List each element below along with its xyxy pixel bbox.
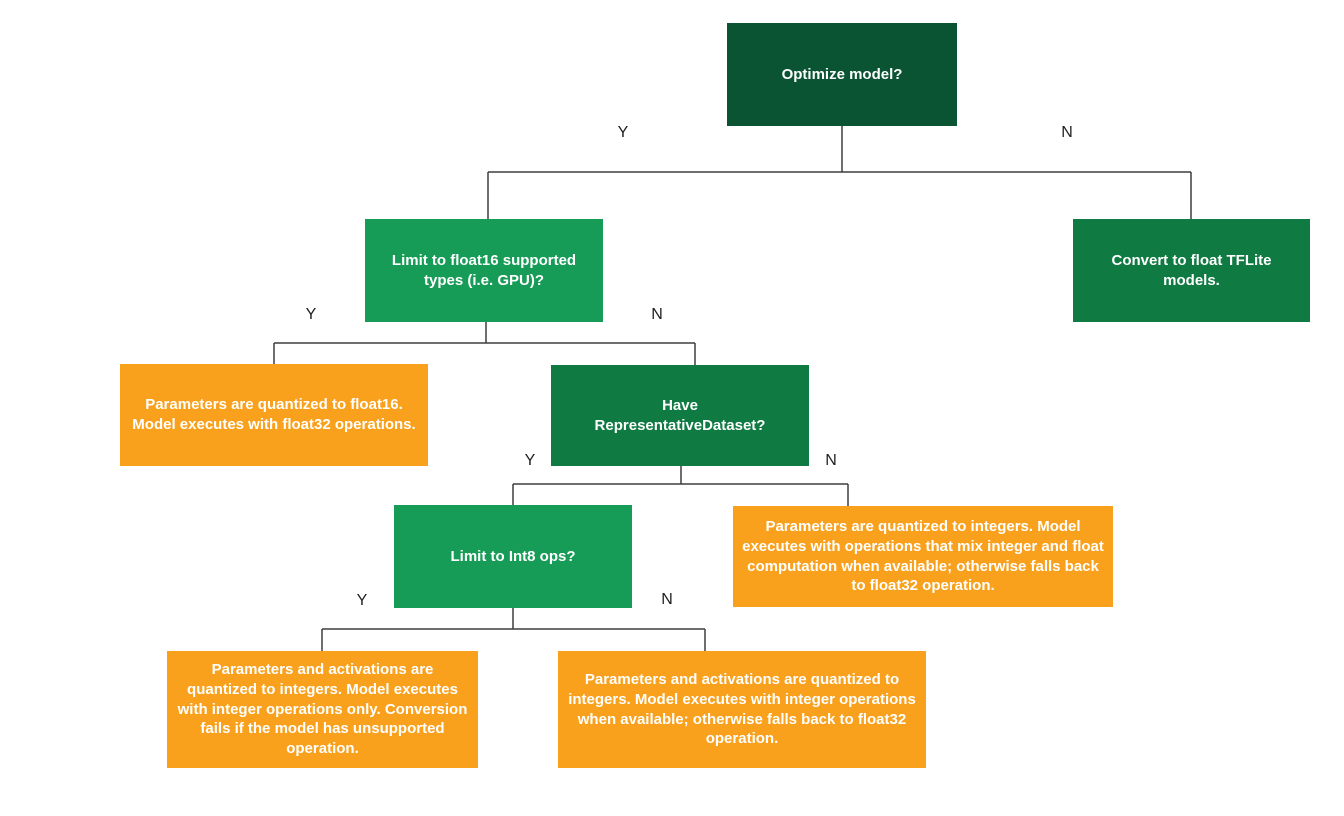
node-limit-float16: Limit to float16 supported types (i.e. G…: [365, 219, 603, 322]
node-limit-float16-label: Limit to float16 supported types (i.e. G…: [391, 251, 577, 289]
node-float16-result: Parameters are quantized to float16. Mod…: [120, 364, 428, 466]
node-float16-result-label: Parameters are quantized to float16. Mod…: [132, 396, 416, 433]
edge-label-optimize-yes: Y: [617, 124, 629, 141]
edge-limit-float16-split: [273, 322, 696, 365]
node-mixed-integer-float-result-label: Parameters are quantized to integers. Mo…: [742, 517, 1104, 595]
edge-label-limit-int8-yes: Y: [356, 592, 368, 609]
node-optimize-model-label: Optimize model?: [781, 65, 903, 83]
node-convert-float-tflite-label: Convert to float TFLite models.: [1111, 251, 1272, 289]
node-convert-float-tflite: Convert to float TFLite models.: [1073, 219, 1310, 322]
node-mixed-integer-float-result: Parameters are quantized to integers. Mo…: [733, 506, 1113, 607]
edge-label-optimize-no: N: [1061, 124, 1073, 141]
edge-label-repdataset-no: N: [825, 452, 837, 469]
node-integer-only-result-label: Parameters and activations are quantized…: [177, 660, 468, 758]
edge-optimize-split: [487, 126, 1192, 219]
node-limit-int8-ops-label: Limit to Int8 ops?: [450, 547, 576, 565]
edge-label-limit-float16-yes: Y: [305, 306, 317, 323]
node-integer-fallback-result: Parameters and activations are quantized…: [558, 651, 926, 768]
edge-label-limit-float16-no: N: [651, 306, 663, 323]
edge-label-repdataset-yes: Y: [524, 452, 536, 469]
edge-limit-int8-split: [321, 608, 706, 651]
node-limit-int8-ops: Limit to Int8 ops?: [394, 505, 632, 608]
node-integer-only-result: Parameters and activations are quantized…: [167, 651, 478, 768]
node-have-representative-dataset: Have RepresentativeDataset?: [551, 365, 809, 466]
edge-repdataset-split: [512, 466, 849, 506]
edge-label-limit-int8-no: N: [661, 591, 673, 608]
node-optimize-model: Optimize model?: [727, 23, 957, 126]
node-have-representative-dataset-label: Have RepresentativeDataset?: [594, 396, 766, 434]
node-integer-fallback-result-label: Parameters and activations are quantized…: [568, 670, 916, 748]
